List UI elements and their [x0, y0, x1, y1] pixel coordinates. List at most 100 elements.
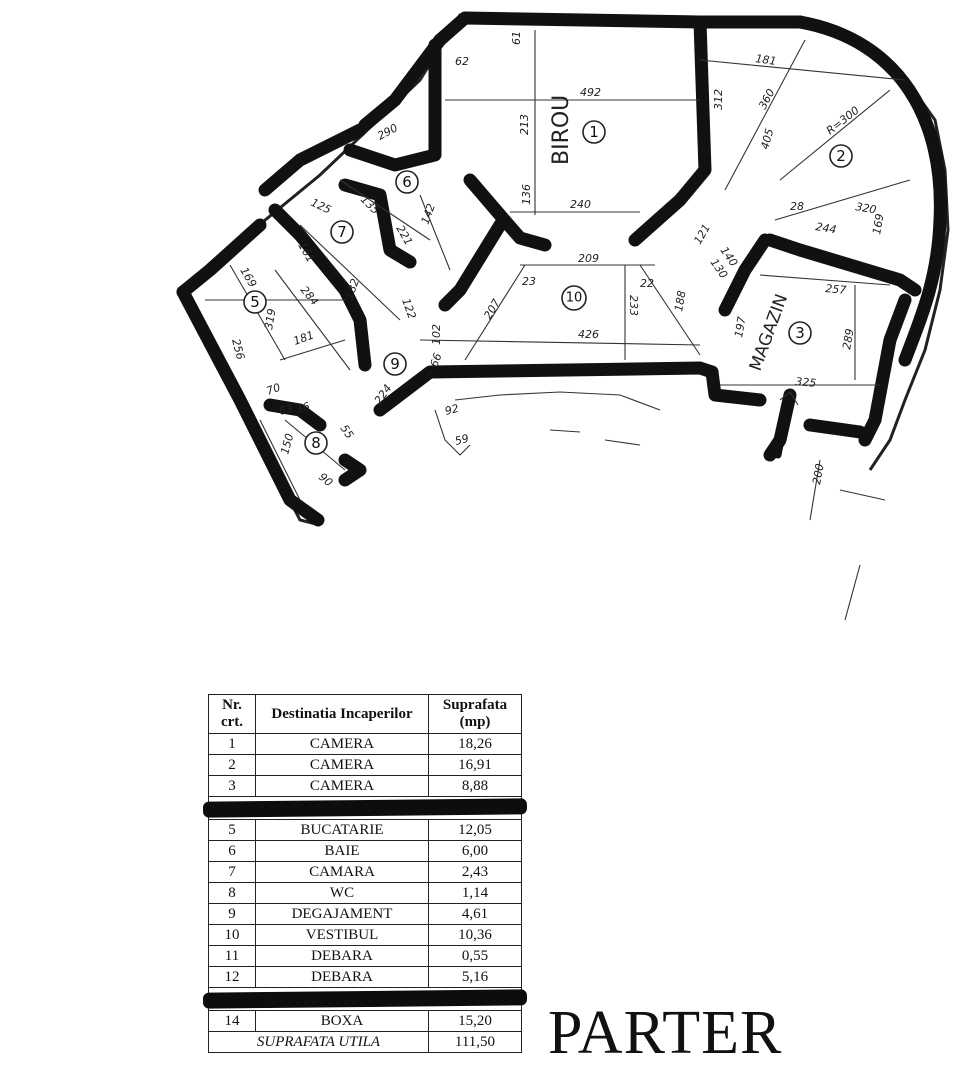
cell-nr: 1 — [208, 733, 256, 755]
dim-label: 213 — [518, 114, 531, 135]
cell-area: 12,05 — [428, 819, 522, 841]
dim-label: 181 — [755, 52, 778, 68]
cell-nr: 11 — [208, 945, 256, 967]
dim-label: 207 — [481, 297, 503, 322]
outer-outline — [178, 13, 950, 527]
level-title: PARTER — [548, 999, 783, 1067]
dim-label: 312 — [712, 89, 725, 110]
dim-label: 142 — [419, 202, 438, 226]
dim-label: R=300 — [824, 104, 862, 138]
dim-label: 62 — [455, 55, 469, 68]
dim-label: 240 — [570, 198, 591, 211]
header-nr: Nr. crt. — [208, 694, 256, 734]
dim-label: 319 — [262, 308, 278, 331]
cell-dest: CAMERA — [255, 754, 429, 776]
dim-label: 405 — [758, 127, 776, 151]
room-9-number: 9 — [383, 352, 407, 376]
header-destination: Destinatia Incaperilor — [255, 694, 429, 734]
cell-dest: BOXA — [255, 1010, 429, 1032]
dim-label: 121 — [691, 222, 713, 247]
dim-label: 188 — [672, 290, 688, 313]
dimension-lines — [205, 30, 911, 621]
dim-label: 36 — [294, 400, 311, 416]
cell-area: 6,00 — [428, 840, 522, 862]
svg-text:7: 7 — [337, 223, 347, 241]
dim-label: 169 — [870, 213, 886, 236]
cell-nr: 7 — [208, 861, 256, 883]
svg-text:1: 1 — [589, 123, 599, 141]
svg-text:2: 2 — [836, 147, 846, 165]
cell-area: 1,14 — [428, 882, 522, 904]
cell-nr: 3 — [208, 775, 256, 797]
cell-area: 18,26 — [428, 733, 522, 755]
cell-dest: CAMERA — [255, 775, 429, 797]
cell-area: 10,36 — [428, 924, 522, 946]
cell-nr: 12 — [208, 966, 256, 988]
total-label: SUPRAFATA UTILA — [208, 1031, 429, 1053]
dim-label: 150 — [278, 432, 296, 456]
cell-area: 5,16 — [428, 966, 522, 988]
redaction-bar — [202, 987, 528, 1011]
room-6-number: 6 — [395, 170, 419, 194]
cell-nr: 10 — [208, 924, 256, 946]
dim-label: 136 — [520, 184, 533, 205]
cell-dest: BAIE — [255, 840, 429, 862]
dim-label: 320 — [854, 200, 877, 216]
dim-label: 209 — [578, 252, 599, 265]
dim-label: 233 — [627, 295, 640, 316]
cell-dest: CAMERA — [255, 733, 429, 755]
dim-label: 197 — [732, 316, 748, 339]
cell-dest: WC — [255, 882, 429, 904]
dim-label: 181 — [292, 328, 316, 347]
dim-label: 22 — [640, 277, 654, 290]
entrance-steps — [434, 391, 661, 456]
dim-label: 244 — [814, 220, 837, 236]
cell-dest: CAMARA — [255, 861, 429, 883]
total-value: 111,50 — [428, 1031, 522, 1053]
dim-label: 221 — [393, 223, 415, 248]
dim-label: 290 — [375, 121, 400, 142]
room-10-number: 10 — [561, 285, 587, 311]
dim-label: 63 — [277, 402, 294, 418]
dim-label: 92 — [443, 402, 460, 418]
room-3-number: 3 — [788, 321, 812, 345]
label-birou: BIROU — [549, 95, 574, 165]
table-header-row: Nr. crt. Destinatia Incaperilor Suprafat… — [208, 694, 522, 734]
dim-label: 70 — [265, 381, 283, 398]
room-7-number: 7 — [330, 220, 354, 244]
dim-label: 90 — [316, 470, 335, 489]
room-8-number: 8 — [304, 431, 328, 455]
dim-label: 28 — [790, 200, 804, 213]
svg-text:3: 3 — [795, 324, 805, 342]
dim-label: 66 — [428, 351, 445, 369]
dim-label: 61 — [510, 31, 523, 45]
redacted-row — [202, 987, 528, 1011]
cell-area: 8,88 — [428, 775, 522, 797]
cell-area: 2,43 — [428, 861, 522, 883]
room-numbers: 1 2 3 5 6 7 8 9 10 — [243, 120, 853, 455]
cell-dest: DEBARA — [255, 966, 429, 988]
room-5-number: 5 — [243, 290, 267, 314]
redaction-bar — [202, 796, 528, 820]
cell-area: 0,55 — [428, 945, 522, 967]
cell-dest: DEGAJAMENT — [255, 903, 429, 925]
dim-label: 200 — [810, 463, 826, 486]
dim-label: 125 — [309, 196, 334, 217]
cell-dest: BUCATARIE — [255, 819, 429, 841]
dim-label: 492 — [580, 86, 601, 99]
cell-area: 15,20 — [428, 1010, 522, 1032]
room-1-number: 1 — [582, 120, 606, 144]
dim-label: 289 — [840, 328, 856, 351]
svg-text:8: 8 — [311, 434, 321, 452]
dim-label: 169 — [237, 265, 259, 290]
dim-label: 360 — [756, 87, 777, 112]
dim-label: 257 — [825, 282, 847, 297]
